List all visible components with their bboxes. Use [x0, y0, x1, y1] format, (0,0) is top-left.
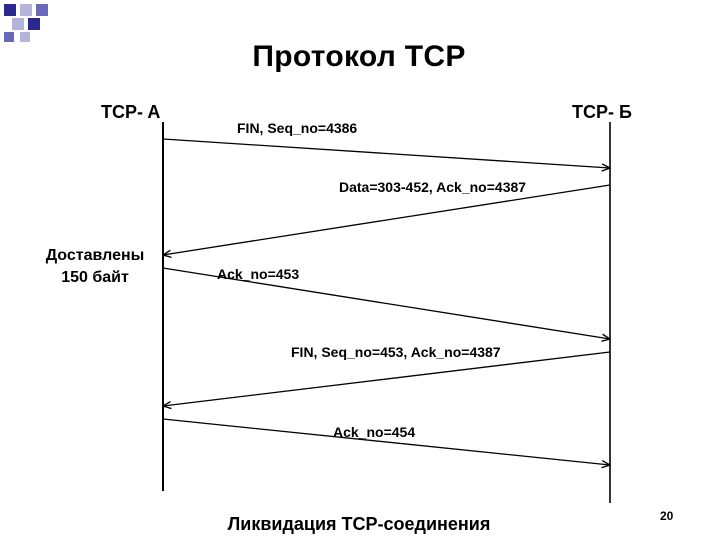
slide-title: Протокол TCP	[252, 40, 466, 73]
delivered-note-line2: 150 байт	[61, 269, 129, 286]
message-arrow-3	[162, 267, 610, 339]
message-label: Ack_no=454	[333, 424, 416, 440]
message-label: Data=303-452, Ack_no=4387	[339, 179, 527, 195]
deco-square	[20, 32, 30, 42]
party-a-label: TCP- A	[101, 102, 161, 122]
footer-caption: Ликвидация TCP-соединения	[227, 514, 491, 534]
message-arrow-4	[163, 351, 611, 406]
delivered-note-line1: Доставлены	[45, 247, 145, 264]
message-label: FIN, Seq_no=4386	[237, 120, 358, 136]
message-label: FIN, Seq_no=453, Ack_no=4387	[291, 344, 501, 360]
delivered-note: Доставлены 150 байт	[30, 245, 160, 289]
deco-square	[20, 4, 32, 16]
message-arrow-2	[163, 184, 611, 255]
deco-square	[4, 4, 16, 16]
deco-square	[4, 32, 14, 42]
message-label: Ack_no=453	[217, 266, 300, 282]
page-number: 20	[660, 509, 674, 523]
party-b-label: TCP- Б	[572, 102, 632, 122]
deco-square	[12, 18, 24, 30]
corner-decoration	[4, 4, 48, 42]
deco-square	[28, 18, 40, 30]
deco-square	[36, 4, 48, 16]
message-arrow-5	[162, 418, 610, 465]
message-arrow-1	[162, 138, 610, 168]
